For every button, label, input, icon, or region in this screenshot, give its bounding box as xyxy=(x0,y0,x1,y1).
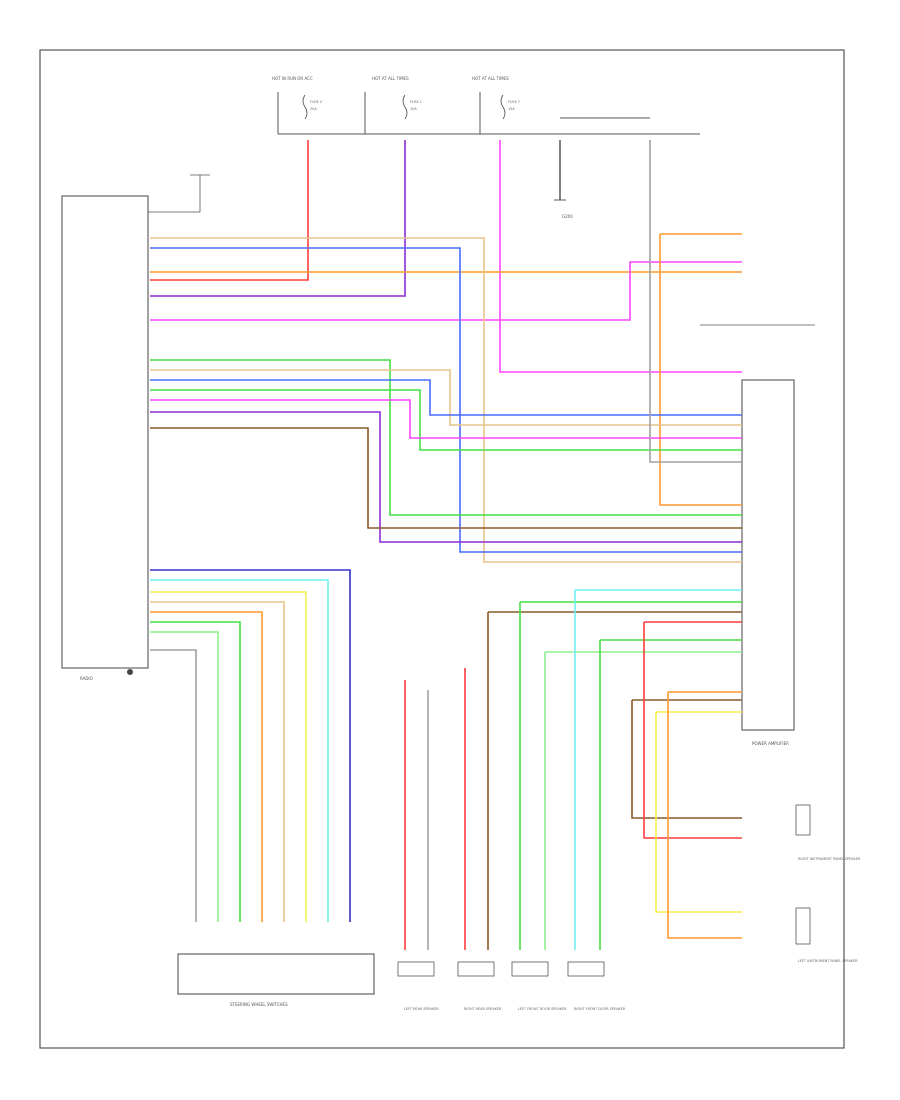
wire-orange-5 xyxy=(659,233,742,506)
wire-navy-16 xyxy=(150,569,351,922)
fuse-2-amp: 15A xyxy=(410,107,417,111)
wire-red-33 xyxy=(643,621,742,839)
speaker-right-front-door: RIGHT FRONT DOOR SPEAKER xyxy=(567,961,626,1011)
diagram-frame xyxy=(39,49,845,1049)
wire-cyan-30 xyxy=(574,589,742,950)
ground-label: G200 xyxy=(562,214,573,219)
wire-green-31 xyxy=(599,639,742,950)
fuse-2: HOT AT ALL TIMES FUSE 1 15A xyxy=(372,76,422,120)
wire-brown-32 xyxy=(631,699,742,819)
fuse-3-label: HOT AT ALL TIMES xyxy=(472,76,509,81)
speaker-right-ip-label: RIGHT INSTRUMENT PANEL SPEAKER xyxy=(798,857,861,861)
wire-brown-14 xyxy=(150,427,742,529)
speaker-right-ip: RIGHT INSTRUMENT PANEL SPEAKER xyxy=(795,804,861,861)
fuse-1-fuse: FUSE 4 xyxy=(310,100,322,104)
fuse-1-label: HOT IN RUN OR ACC xyxy=(272,76,313,81)
speaker-left-ip-label: LEFT INSTRUMENT PANEL SPEAKER xyxy=(798,959,858,963)
wire-tan-19 xyxy=(150,601,285,922)
wire-lightgreen-22 xyxy=(150,631,219,922)
wire-tan-9 xyxy=(150,369,742,426)
speaker-left-front-door-label: LEFT FRONT DOOR SPEAKER xyxy=(518,1007,567,1011)
wire-brown-27 xyxy=(487,611,742,950)
speaker-left-front-door: LEFT FRONT DOOR SPEAKER xyxy=(511,961,567,1011)
speaker-left-ip: LEFT INSTRUMENT PANEL SPEAKER xyxy=(795,907,858,963)
fuse-3-fuse: FUSE 7 xyxy=(508,100,520,104)
fuse-1: HOT IN RUN OR ACC FUSE 4 20A xyxy=(272,76,322,120)
fuse-2-fuse: FUSE 1 xyxy=(410,100,422,104)
wires xyxy=(150,140,742,950)
radio-connector: RADIO xyxy=(61,174,210,681)
speaker-left-rear: LEFT REAR SPEAKER xyxy=(397,961,439,1011)
power-amplifier-connector: POWER AMPLIFIER xyxy=(700,324,815,746)
wire-purple-1 xyxy=(150,140,406,297)
wire-yellow-34 xyxy=(655,711,742,913)
fuse-1-amp: 20A xyxy=(310,107,317,111)
wire-green-21 xyxy=(150,621,241,922)
speaker-right-rear-label: RIGHT REAR SPEAKER xyxy=(464,1007,502,1011)
fuse-3: HOT AT ALL TIMES FUSE 7 15A xyxy=(472,76,520,120)
wire-tan-6 xyxy=(150,237,742,563)
wire-pink-12 xyxy=(150,399,742,439)
fuse-3-amp: 15A xyxy=(508,107,515,111)
wire-blue-10 xyxy=(150,379,742,416)
power-amplifier-label: POWER AMPLIFIER xyxy=(752,741,789,746)
fuse-bus xyxy=(277,92,700,135)
wire-green-8 xyxy=(150,359,742,516)
wire-purple-13 xyxy=(150,411,742,543)
wire-blue-7 xyxy=(150,247,742,553)
wire-pink-4 xyxy=(150,261,742,321)
speaker-left-rear-label: LEFT REAR SPEAKER xyxy=(404,1007,439,1011)
radio-label: RADIO xyxy=(80,676,93,681)
wire-cyan-17 xyxy=(150,579,329,922)
wire-orange-20 xyxy=(150,611,263,922)
steering-switches-connector: STEERING WHEEL SWITCHES xyxy=(177,953,375,1007)
wire-red-0 xyxy=(150,140,309,281)
speaker-right-front-door-label: RIGHT FRONT DOOR SPEAKER xyxy=(574,1007,626,1011)
ground-symbol: G200 xyxy=(554,140,573,219)
wire-gray-15 xyxy=(649,140,742,463)
wire-gray-23 xyxy=(150,649,197,922)
fuse-2-label: HOT AT ALL TIMES xyxy=(372,76,409,81)
wire-green-11 xyxy=(150,389,742,451)
wire-orange-35 xyxy=(667,691,742,939)
wire-green-28 xyxy=(519,601,742,950)
speaker-right-rear: RIGHT REAR SPEAKER xyxy=(457,961,502,1011)
wire-pink-2 xyxy=(499,140,742,373)
wire-yellow-18 xyxy=(150,591,307,922)
steering-switches-label: STEERING WHEEL SWITCHES xyxy=(230,1002,288,1007)
